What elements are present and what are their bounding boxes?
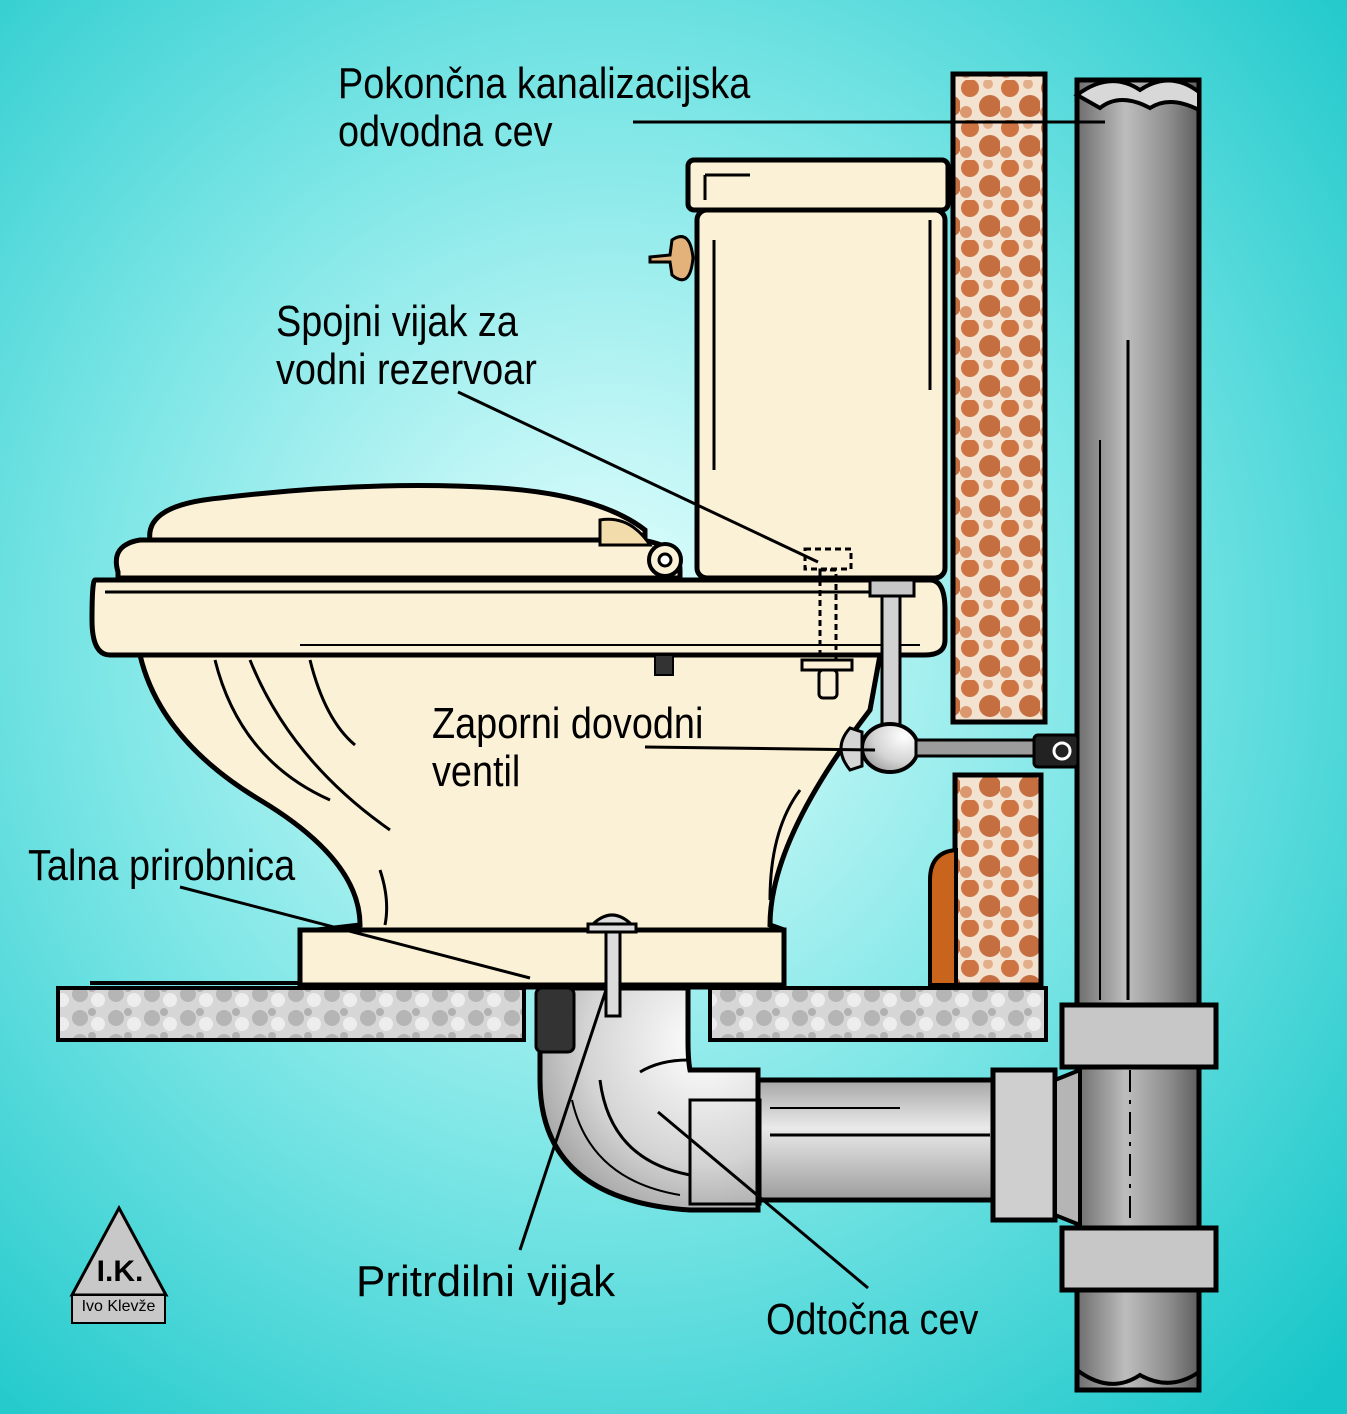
leader-floor-flange [179,885,531,980]
logo-author: Ivo Klevže [81,1298,156,1315]
leader-tank-bolt [457,390,819,564]
drain-pipe [534,985,1082,1228]
label-tank-bolt-line2: vodni rezervoar [276,344,537,394]
label-floor-flange: Talna prirobnica [28,841,296,890]
label-stack-pipe-line1: Pokončna kanalizacijska [338,59,751,108]
label-shutoff-valve-line2: ventil [432,746,521,796]
toilet-tank [648,157,951,581]
brick-wall [928,71,1048,988]
author-logo [69,1204,169,1324]
tank-bolt [800,547,854,700]
label-drain-pipe: Odtočna cev [766,1295,979,1344]
leader-mounting-bolt [518,989,608,1251]
leader-shutoff-valve [644,745,876,752]
stack-pipe [1059,77,1219,1393]
floor [56,981,1048,1042]
label-tank-bolt: Spojni vijak za vodni rezervoar [276,298,579,393]
label-shutoff-valve-line1: Zaporni dovodni [432,699,704,748]
label-stack-pipe-line2: odvodna cev [338,106,553,156]
label-tank-bolt-line1: Spojni vijak za [276,297,518,346]
label-mounting-bolt: Pritrdilni vijak [356,1257,616,1306]
leader-lines [179,120,1105,1290]
mounting-bolt [586,913,638,1018]
toilet-seat-and-lid [113,483,683,581]
leader-drain-pipe [657,1110,869,1290]
toilet-bowl [89,577,948,988]
label-shutoff-valve: Zaporni dovodni ventil [432,700,748,795]
logo-initials: I.K. [96,1255,144,1288]
label-stack-pipe: Pokončna kanalizacijska odvodna cev [338,60,817,155]
shutoff-valve [839,578,1080,774]
